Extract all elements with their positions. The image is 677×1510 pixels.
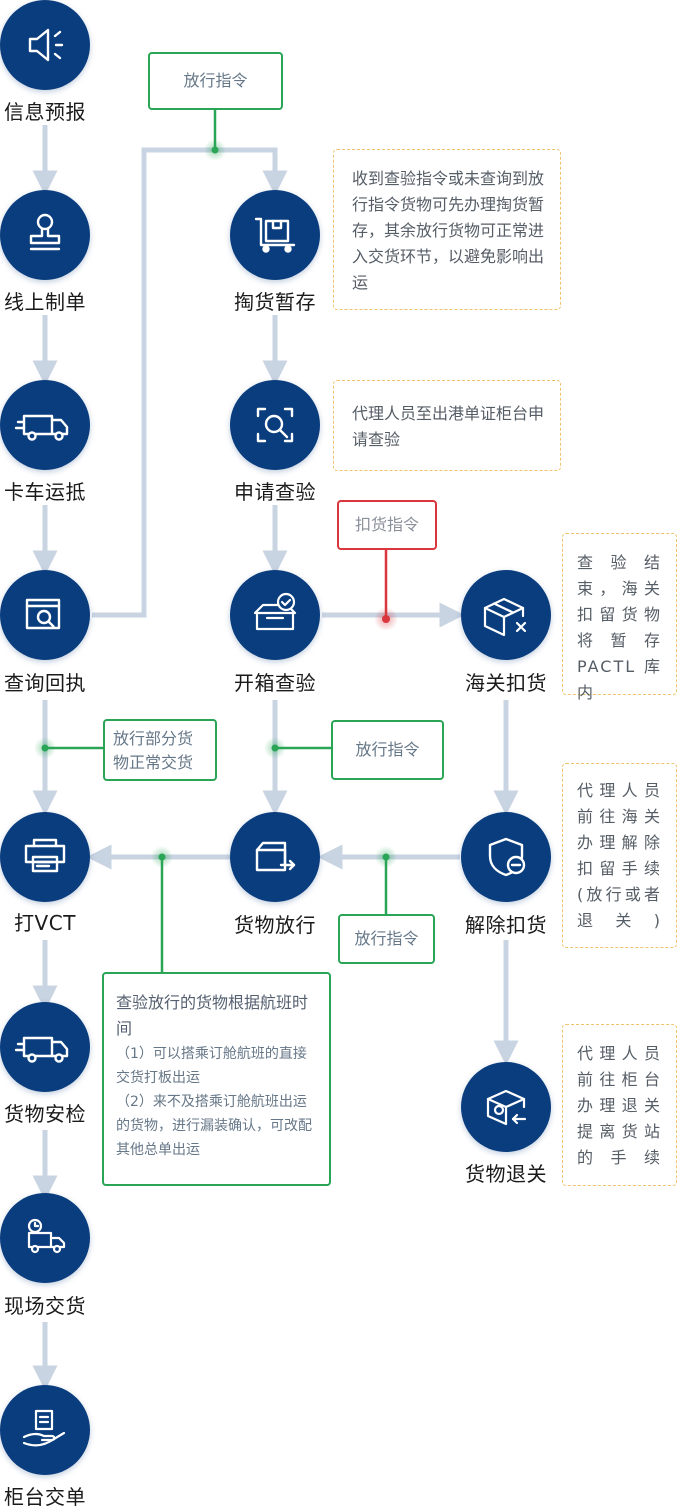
label-customs-hold: 海关扣货 (465, 671, 547, 695)
box-return-icon (486, 1089, 527, 1126)
node-hold-storage[interactable] (230, 190, 320, 280)
stamp-icon (29, 213, 61, 251)
label-query-receipt: 查询回执 (4, 671, 86, 695)
dot-bottom (382, 853, 390, 861)
node-truck-arrive[interactable] (0, 380, 90, 470)
note-cargo-return: 代理人员前往柜台办理退关提离货站的手续 (562, 1024, 677, 1186)
note-release-hold: 代理人员前往海关办理解除扣留手续(放行或者退关) (562, 763, 677, 948)
dot-mid (271, 744, 279, 752)
node-cargo-security[interactable] (0, 1002, 90, 1092)
node-query-receipt[interactable] (0, 570, 90, 660)
truck-icon (14, 1036, 69, 1063)
label-cargo-security: 货物安检 (4, 1102, 86, 1126)
tag-hold-order: 扣货指令 (337, 500, 437, 550)
dot-hold (382, 615, 390, 623)
search-document-icon (25, 598, 61, 630)
note-hold-storage: 收到查验指令或未查询到放行指令货物可先办理掏货暂存，其余放行货物可正常进入交货环… (333, 149, 561, 310)
dot-box (158, 853, 166, 861)
release-box-item-1: （1）可以搭乘订舱航班的直接交货打板出运 (116, 1046, 307, 1086)
label-cargo-return: 货物退关 (465, 1162, 547, 1186)
hand-document-icon (22, 1409, 66, 1447)
release-box-heading: 查验放行的货物根据航班时间 (116, 993, 309, 1038)
delivery-clock-icon (27, 1218, 66, 1254)
scan-search-icon (256, 407, 294, 443)
megaphone-icon (28, 28, 64, 62)
box-arrow-icon (255, 841, 296, 872)
dot-partial (41, 744, 49, 752)
tag-release-mid: 放行指令 (331, 720, 444, 780)
note-customs-hold: 查验结束，海关扣留货物将暂存 PACTL库内 (562, 533, 677, 702)
box-x-icon (483, 597, 527, 637)
label-open-inspection: 开箱查验 (234, 671, 316, 695)
label-print-vct: 打VCT (14, 911, 76, 935)
open-box-check-icon (253, 592, 297, 631)
label-apply-inspection: 申请查验 (234, 480, 316, 504)
node-cargo-release[interactable] (230, 812, 320, 902)
label-cargo-release: 货物放行 (234, 913, 316, 937)
label-release-hold: 解除扣货 (465, 913, 547, 937)
node-counter-handover[interactable] (0, 1385, 90, 1475)
node-print-vct[interactable] (0, 812, 90, 902)
cart-box-icon (254, 217, 296, 253)
node-online-doc[interactable] (0, 190, 90, 280)
tag-release-partial: 放行部分货物正常交货 (103, 719, 217, 781)
note-apply-inspection: 代理人员至出港单证柜台申请查验 (333, 380, 561, 471)
release-detail-box: 查验放行的货物根据航班时间 （1）可以搭乘订舱航班的直接交货打板出运 （2）来不… (102, 972, 331, 1186)
tag-release-top: 放行指令 (148, 52, 283, 110)
node-cargo-return[interactable] (461, 1062, 551, 1152)
node-info-report[interactable] (0, 0, 90, 90)
truck-icon (14, 414, 69, 441)
release-box-item-2: （2）来不及搭乘订舱航班出运的货物，进行漏装确认，可改配其他总单出运 (116, 1094, 312, 1158)
printer-icon (24, 838, 66, 873)
node-onsite-handover[interactable] (0, 1193, 90, 1283)
label-truck-arrive: 卡车运抵 (4, 480, 86, 504)
label-hold-storage: 掏货暂存 (234, 290, 316, 314)
label-counter-handover: 柜台交单 (4, 1485, 86, 1509)
node-open-inspection[interactable] (230, 570, 320, 660)
line-query-hold (92, 147, 288, 618)
shield-minus-icon (488, 837, 526, 877)
node-customs-hold[interactable] (461, 570, 551, 660)
label-onsite-handover: 现场交货 (4, 1294, 86, 1318)
node-apply-inspection[interactable] (230, 380, 320, 470)
label-info-report: 信息预报 (4, 100, 86, 124)
node-release-hold[interactable] (461, 812, 551, 902)
tag-release-bottom: 放行指令 (338, 914, 435, 964)
dot-release-top (211, 146, 219, 154)
label-online-doc: 线上制单 (4, 290, 86, 314)
